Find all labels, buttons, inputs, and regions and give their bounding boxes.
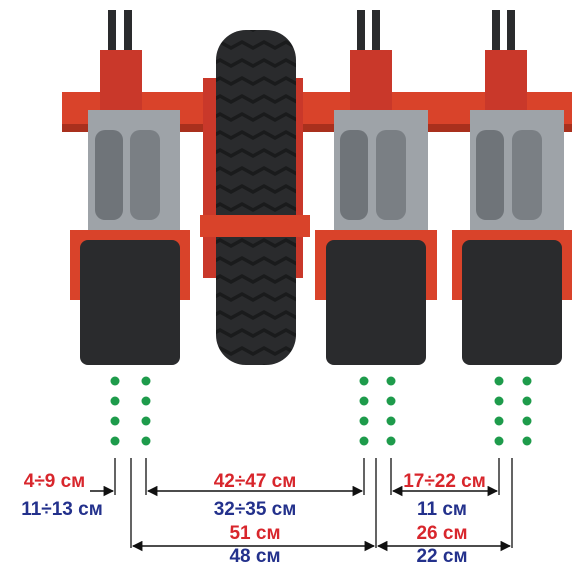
- seed-rows: [110, 376, 532, 446]
- label-in-row-small-red: 4÷9 см: [23, 471, 86, 492]
- label-in-row-right-blue: 11 см: [417, 499, 467, 520]
- label-row-right-red: 26 см: [416, 523, 468, 544]
- toolbar-beam-shadow: [62, 124, 572, 132]
- label-wheel-gap-blue: 32÷35 см: [213, 499, 297, 520]
- planter-unit-3: [452, 10, 572, 365]
- label-row-right-blue: 22 см: [416, 546, 468, 567]
- planter-unit-2: [315, 10, 437, 365]
- extension-lines: [114, 458, 513, 548]
- planter-unit-1: [70, 10, 190, 365]
- label-row-wide-blue: 48 см: [229, 546, 281, 567]
- dimension-arrows: [90, 485, 512, 552]
- label-wheel-gap-red: 42÷47 см: [213, 471, 297, 492]
- label-in-row-small-blue: 11÷13 см: [21, 499, 103, 520]
- label-in-row-right-red: 17÷22 см: [403, 471, 486, 492]
- label-row-wide-red: 51 см: [229, 523, 281, 544]
- tractor-tire: [200, 30, 310, 365]
